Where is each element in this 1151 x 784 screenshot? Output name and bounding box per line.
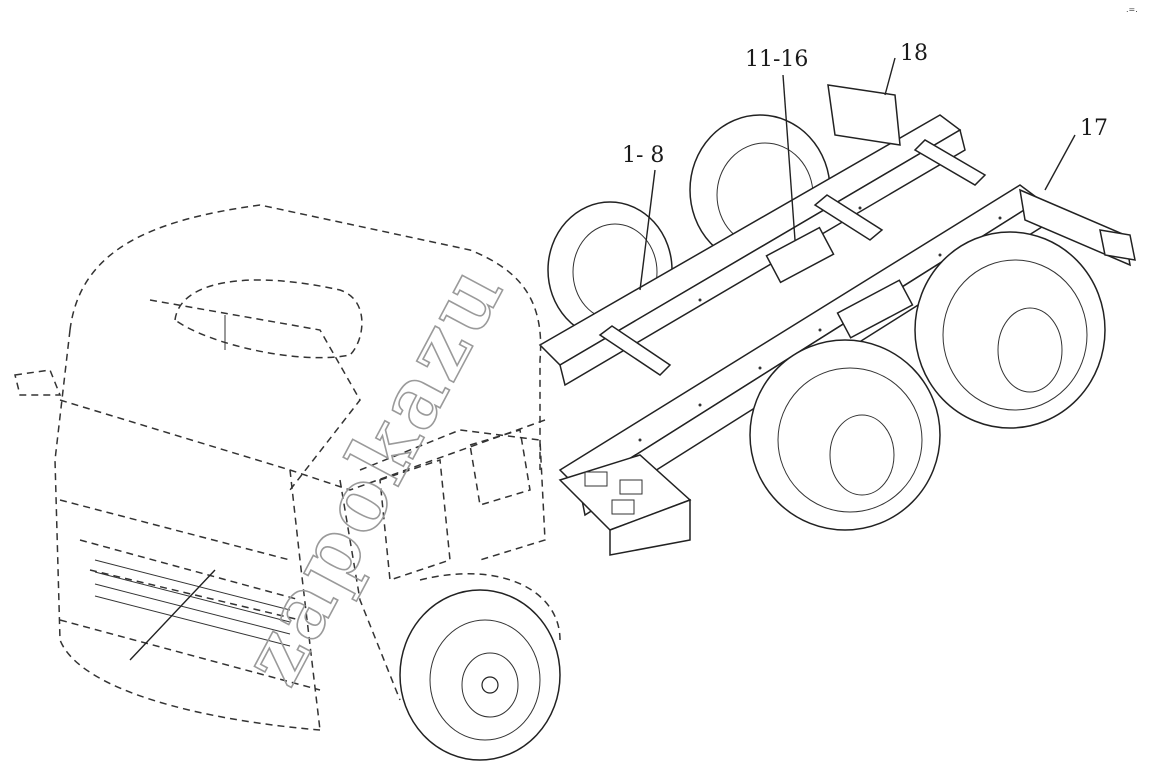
front-wheel xyxy=(399,589,561,761)
leader-11-16 xyxy=(782,74,796,241)
callout-17: 17 xyxy=(1080,116,1108,141)
callout-leaders xyxy=(639,57,1076,291)
leader-18 xyxy=(884,57,896,96)
callout-1-8: 1- 8 xyxy=(622,143,664,168)
battery-box xyxy=(558,454,692,556)
corner-mark: .=. xyxy=(1126,5,1138,14)
rear-brackets xyxy=(827,84,1136,267)
callout-11-16: 11-16 xyxy=(745,47,808,72)
callout-18: 18 xyxy=(900,41,928,66)
leader-17 xyxy=(1044,134,1076,191)
rear-near-wheels xyxy=(749,231,1106,531)
leader-1-8 xyxy=(639,169,656,291)
cab-outline xyxy=(14,204,561,731)
